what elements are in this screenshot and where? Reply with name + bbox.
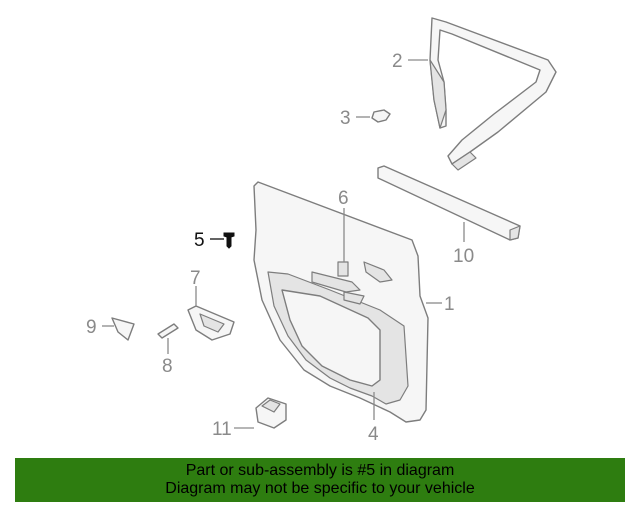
part-5-screw [223,232,235,249]
callout-11: 11 [212,419,232,440]
part-10-belt-molding [377,165,521,241]
callout-6: 6 [338,188,349,209]
info-banner: Part or sub-assembly is #5 in diagram Di… [15,458,625,502]
part-2-window-frame [429,17,557,171]
part-1-door-trim-panel [253,181,429,423]
callout-8: 8 [162,356,173,377]
callout-1: 1 [444,294,455,315]
banner-line-part: Part or sub-assembly is #5 in diagram [185,462,455,479]
banner-line-disclaimer: Diagram may not be specific to your vehi… [165,480,475,497]
callout-3: 3 [340,108,351,129]
callout-10: 10 [453,246,474,267]
part-11-switch-bezel [255,397,287,429]
callout-9: 9 [86,317,97,338]
parts-diagram: 1 2 3 4 5 6 7 8 9 10 11 [86,17,557,445]
part-3-clip [371,109,391,123]
callout-2: 2 [392,51,403,72]
callout-4: 4 [368,424,379,445]
callout-7: 7 [190,268,201,289]
part-8-pin [157,323,179,339]
callout-5: 5 [194,230,205,251]
part-9-bracket [111,317,135,341]
part-7-pull-cup [187,305,235,341]
